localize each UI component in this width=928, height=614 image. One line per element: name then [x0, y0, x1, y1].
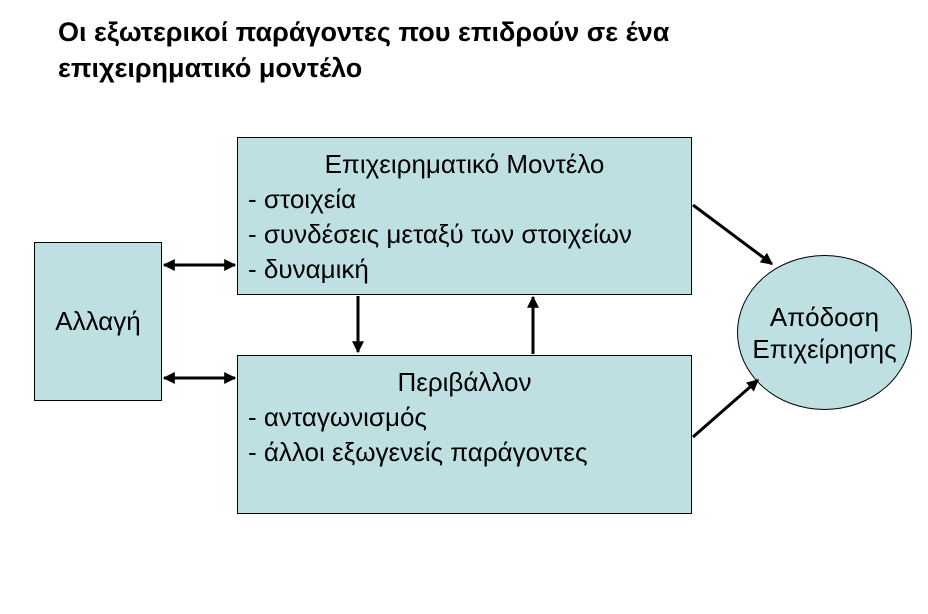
change-box: Αλλαγή	[34, 242, 162, 401]
environment-heading: Περιβάλλον	[397, 367, 532, 397]
arrow-model-to-performance	[692, 203, 773, 266]
business-model-item-elements: - στοιχεία	[248, 184, 357, 214]
slide-title-line-1: Οι εξωτερικοί παράγοντες που επιδρούν σε…	[58, 17, 670, 47]
business-model-heading: Επιχειρηματικό Μοντέλο	[324, 149, 605, 179]
performance-label-line-2: Επιχείρησης	[752, 333, 897, 364]
slide-title: Οι εξωτερικοί παράγοντες που επιδρούν σε…	[58, 14, 878, 86]
slide-title-line-2: επιχειρηματικό μοντέλο	[58, 53, 363, 83]
change-label: Αλλαγή	[55, 306, 141, 336]
environment-item-external-factors: - άλλοι εξωγενείς παράγοντες	[248, 437, 588, 467]
business-model-item-dynamics: - δυναμική	[248, 254, 369, 284]
performance-label-line-1: Απόδοση	[769, 301, 880, 332]
business-performance-ellipse: Απόδοση Επιχείρησης	[737, 255, 912, 410]
environment-box: Περιβάλλον - ανταγωνισμός - άλλοι εξωγεν…	[237, 355, 692, 514]
business-model-item-connections: - συνδέσεις μεταξύ των στοιχείων	[248, 219, 632, 249]
environment-item-competition: - ανταγωνισμός	[248, 402, 427, 432]
arrow-environment-to-performance	[692, 378, 759, 439]
business-model-box: Επιχειρηματικό Μοντέλο - στοιχεία - συνδ…	[237, 137, 692, 295]
